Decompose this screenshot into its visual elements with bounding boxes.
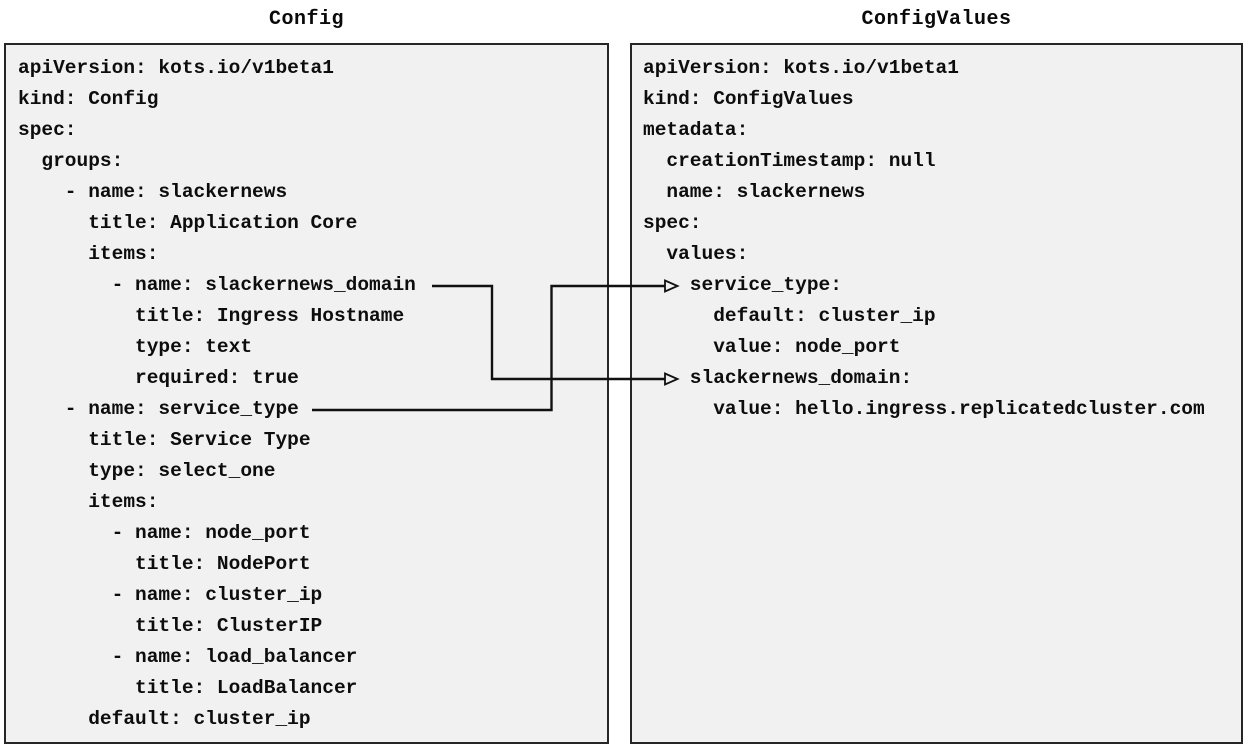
config-yaml-code: apiVersion: kots.io/v1beta1 kind: Config… [18, 57, 416, 730]
config-panel-title: Config [268, 8, 344, 31]
config-panel: apiVersion: kots.io/v1beta1 kind: Config… [4, 43, 609, 744]
configvalues-yaml-code: apiVersion: kots.io/v1beta1 kind: Config… [643, 57, 1205, 420]
configvalues-panel-title: ConfigValues [861, 8, 1012, 31]
configvalues-panel: apiVersion: kots.io/v1beta1 kind: Config… [630, 43, 1243, 744]
